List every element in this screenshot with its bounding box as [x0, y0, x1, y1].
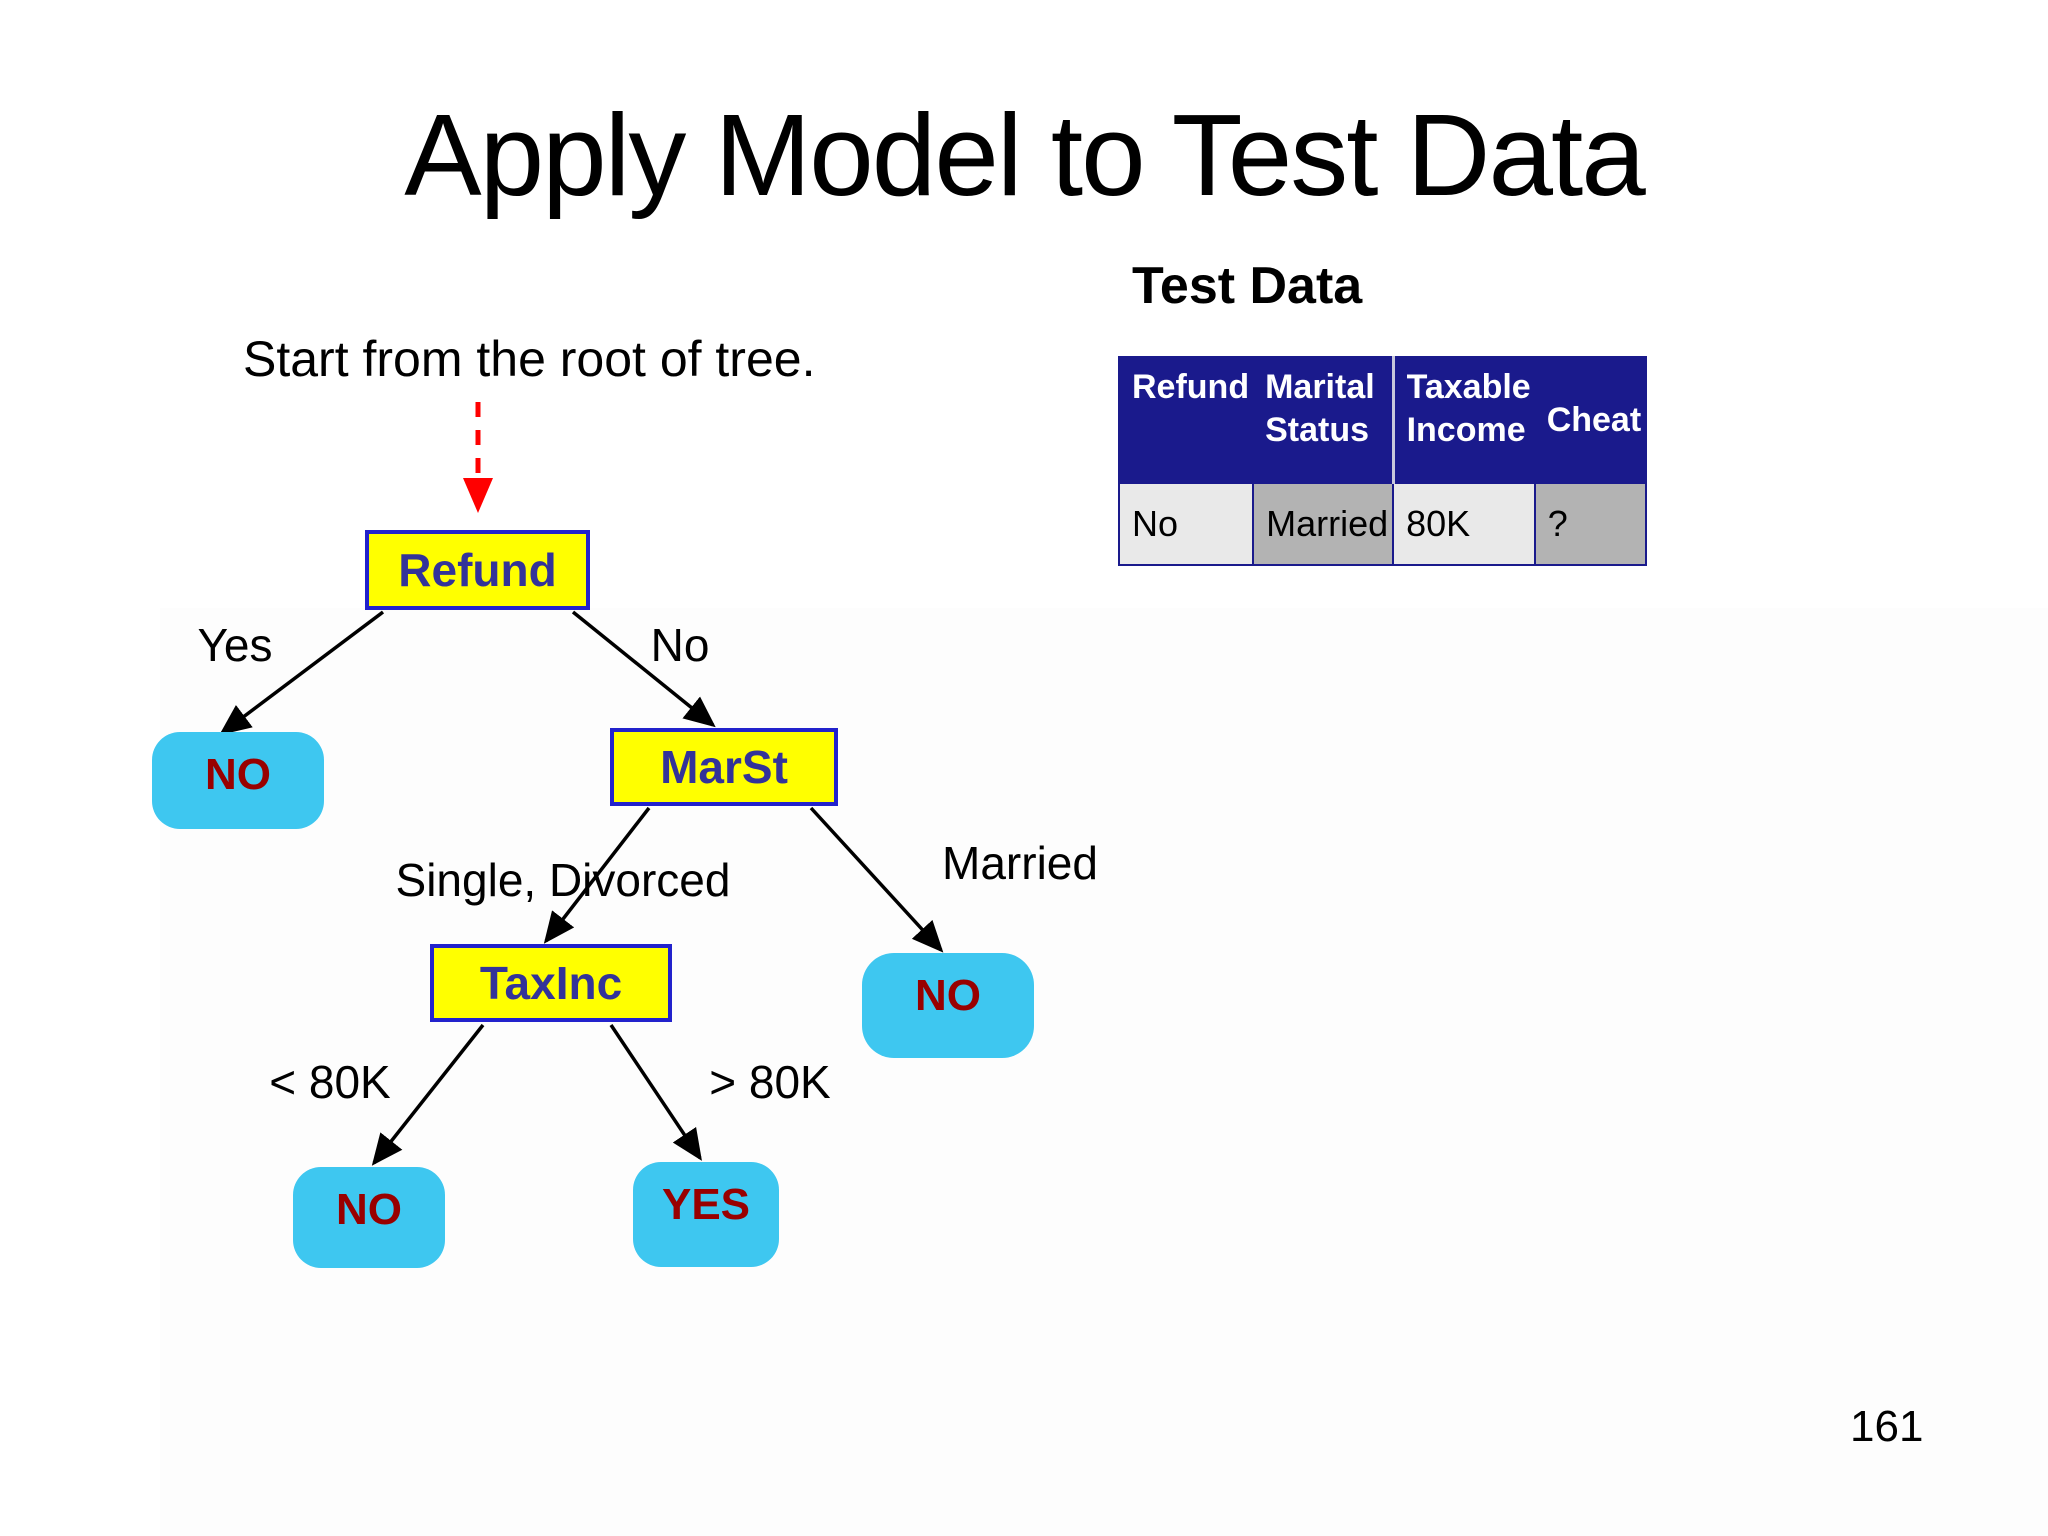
- page-number: 161: [1850, 1402, 1924, 1451]
- leaf-no-refund-yes: NO: [152, 732, 324, 829]
- slide-title: Apply Model to Test Data: [404, 90, 1645, 220]
- edge-label-lt-80k: < 80K: [269, 1056, 391, 1108]
- column-header-cheat: Cheat: [1534, 357, 1647, 483]
- edge-label-single-divorced: Single, Divorced: [395, 854, 731, 906]
- edge-label-gt-80k: > 80K: [709, 1056, 831, 1108]
- cell-refund: No: [1117, 482, 1255, 566]
- column-header-taxable-income: Taxable Income: [1391, 357, 1535, 483]
- cell-cheat: ?: [1533, 482, 1648, 566]
- start-note: Start from the root of tree.: [243, 331, 816, 387]
- cell-taxable-income: 80K: [1392, 482, 1536, 566]
- leaf-yes-high-income: YES: [633, 1162, 779, 1267]
- leaf-no-low-income: NO: [293, 1167, 445, 1268]
- diagram-background: [160, 608, 2048, 1536]
- node-marst: MarSt: [610, 728, 838, 806]
- leaf-no-married: NO: [862, 953, 1034, 1058]
- test-data-table: Refund Marital Status Taxable Income Che…: [1117, 356, 1648, 566]
- edge-label-yes: Yes: [197, 619, 273, 671]
- edge-refund-no: [571, 610, 716, 728]
- edge-label-married: Married: [942, 837, 1098, 889]
- edge-taxinc-gt80k: [609, 1024, 702, 1161]
- edge-refund-yes: [219, 610, 385, 736]
- column-header-marital-status: Marital Status: [1253, 357, 1394, 483]
- cell-marital-status: Married: [1252, 482, 1395, 566]
- edge-taxinc-lt80k: [371, 1023, 485, 1166]
- edge-label-no: No: [650, 619, 710, 671]
- node-taxinc: TaxInc: [430, 944, 672, 1022]
- edge-marst-single-divorced: [543, 806, 651, 944]
- test-data-row: No Married 80K ?: [1117, 482, 1648, 566]
- test-data-header-row: Refund Marital Status Taxable Income Che…: [1119, 357, 1647, 483]
- edge-marst-married: [809, 806, 944, 953]
- node-refund: Refund: [365, 530, 590, 610]
- column-header-refund: Refund: [1119, 357, 1254, 483]
- test-data-heading: Test Data: [1132, 257, 1363, 315]
